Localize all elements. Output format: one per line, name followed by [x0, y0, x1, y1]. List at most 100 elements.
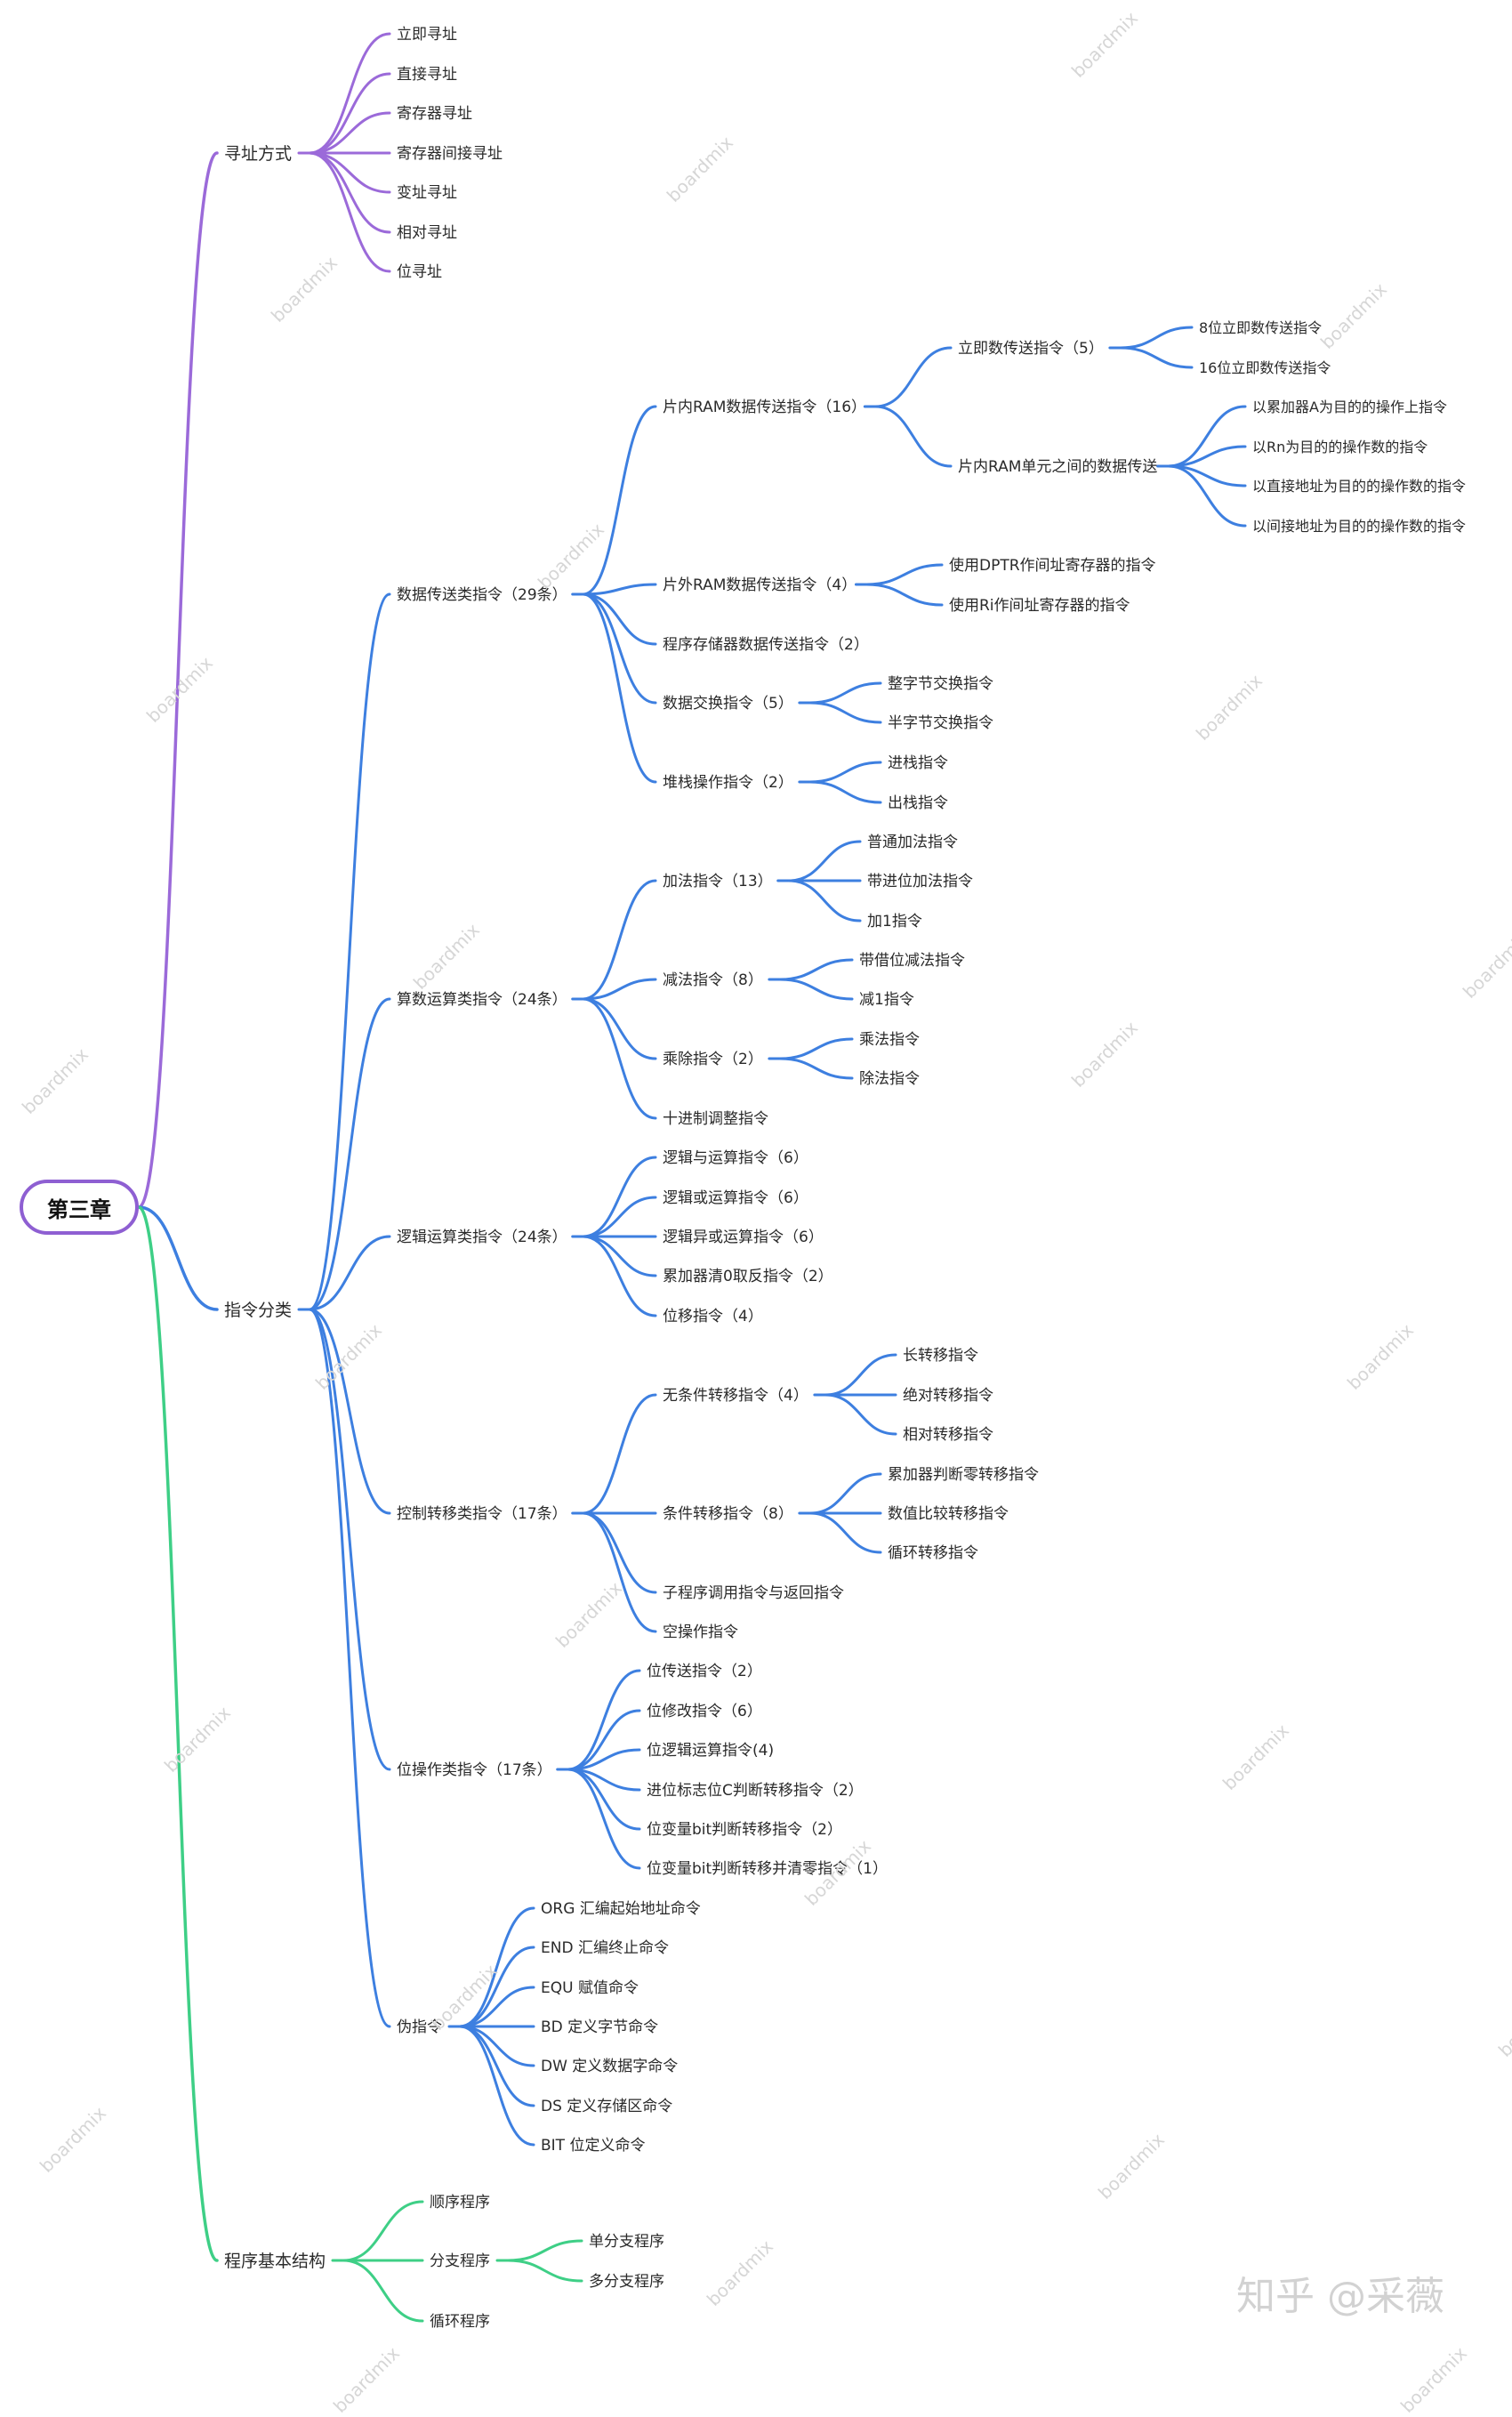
- node-1-0-0-1-2[interactable]: 以直接地址为目的的操作数的指令: [1252, 478, 1466, 495]
- node-1-1-0-2[interactable]: 加1指令: [867, 913, 922, 931]
- node-1-2-4[interactable]: 位移指令（4）: [663, 1308, 763, 1325]
- node-1-3-1-1[interactable]: 数值比较转移指令: [888, 1505, 1009, 1523]
- node-1-1-2-0[interactable]: 乘法指令: [859, 1031, 920, 1049]
- node-2-0[interactable]: 顺序程序: [430, 2194, 490, 2212]
- node-1-3-1-2[interactable]: 循环转移指令: [888, 1544, 978, 1562]
- node-1-5-0[interactable]: ORG 汇编起始地址命令: [541, 1900, 701, 1918]
- node-1-5-4[interactable]: DW 定义数据字命令: [541, 2058, 678, 2075]
- node-1-0-2[interactable]: 程序存储器数据传送指令（2）: [663, 636, 869, 654]
- node-1-1-1-0[interactable]: 带借位减法指令: [859, 952, 965, 970]
- node-1-0-3-0[interactable]: 整字节交换指令: [888, 675, 993, 693]
- node-1-3[interactable]: 控制转移类指令（17条）: [397, 1505, 567, 1523]
- node-1-5-3[interactable]: BD 定义字节命令: [541, 2018, 658, 2036]
- node-1-0-0-0-1[interactable]: 16位立即数传送指令: [1199, 359, 1331, 376]
- node-1-4[interactable]: 位操作类指令（17条）: [397, 1761, 552, 1779]
- node-1-0-1[interactable]: 片外RAM数据传送指令（4）: [663, 576, 857, 594]
- connector-1-3: [308, 1308, 391, 1515]
- node-2-1-0[interactable]: 单分支程序: [589, 2233, 664, 2251]
- node-2-2[interactable]: 循环程序: [430, 2313, 490, 2331]
- node-1-3-0[interactable]: 无条件转移指令（4）: [663, 1387, 808, 1405]
- credit-watermark: 知乎 @采薇: [1236, 2274, 1444, 2319]
- node-1-5-2[interactable]: EQU 赋值命令: [541, 1979, 639, 1997]
- node-1-1-3[interactable]: 十进制调整指令: [663, 1110, 768, 1128]
- node-1-5[interactable]: 伪指令: [397, 2018, 442, 2036]
- connector-1-1-0-2: [787, 879, 862, 922]
- connector-1-4-5: [567, 1768, 641, 1870]
- node-1-0-0-0[interactable]: 立即数传送指令（5）: [958, 340, 1104, 358]
- node-2-1-1[interactable]: 多分支程序: [589, 2273, 664, 2291]
- node-1-0-3-1[interactable]: 半字节交换指令: [888, 714, 993, 732]
- connector-2-0: [342, 2200, 424, 2262]
- node-1-4-2[interactable]: 位逻辑运算指令(4): [647, 1742, 774, 1760]
- node-1-0-0[interactable]: 片内RAM数据传送指令（16）: [663, 399, 866, 416]
- node-1-0-0-1-3[interactable]: 以间接地址为目的的操作数的指令: [1252, 518, 1466, 535]
- node-1-1-2-1[interactable]: 除法指令: [859, 1070, 920, 1088]
- node-1-0-0-0-0[interactable]: 8位立即数传送指令: [1199, 319, 1322, 336]
- node-0-1[interactable]: 直接寻址: [397, 66, 457, 84]
- node-1-5-5[interactable]: DS 定义存储区命令: [541, 2098, 672, 2115]
- node-1-5-1[interactable]: END 汇编终止命令: [541, 1939, 669, 1957]
- node-1-2-3[interactable]: 累加器清0取反指令（2）: [663, 1268, 833, 1285]
- connector-1-3-0-2: [824, 1393, 897, 1436]
- node-1-2[interactable]: 逻辑运算类指令（24条）: [397, 1229, 567, 1246]
- node-1-1-1[interactable]: 减法指令（8）: [663, 971, 763, 989]
- node-1-3-0-1[interactable]: 绝对转移指令: [903, 1387, 993, 1405]
- connector-0-1: [308, 72, 391, 155]
- node-1-4-0[interactable]: 位传送指令（2）: [647, 1663, 762, 1680]
- node-2-1[interactable]: 分支程序: [430, 2252, 490, 2270]
- node-1-4-1[interactable]: 位修改指令（6）: [647, 1703, 762, 1720]
- node-2-branch[interactable]: 程序基本结构: [224, 2252, 326, 2271]
- node-1-3-1-0[interactable]: 累加器判断零转移指令: [888, 1466, 1039, 1484]
- node-1-0-1-1[interactable]: 使用Ri作间址寄存器的指令: [949, 596, 1130, 615]
- node-1-0-0-1[interactable]: 片内RAM单元之间的数据传送: [958, 458, 1157, 476]
- node-0-branch[interactable]: 寻址方式: [224, 144, 292, 164]
- connector-1-3-0-0: [824, 1353, 897, 1397]
- node-1-3-3[interactable]: 空操作指令: [663, 1623, 738, 1641]
- node-1-1[interactable]: 算数运算类指令（24条）: [397, 991, 567, 1009]
- node-1-0-4-0[interactable]: 进栈指令: [888, 754, 948, 772]
- node-1-0-0-1-0[interactable]: 以累加器A为目的的操作上指令: [1252, 399, 1447, 415]
- node-1-3-0-0[interactable]: 长转移指令: [903, 1347, 978, 1365]
- node-1-1-0-0[interactable]: 普通加法指令: [867, 834, 958, 851]
- node-1-1-0-1[interactable]: 带进位加法指令: [867, 873, 973, 890]
- node-1-2-0[interactable]: 逻辑与运算指令（6）: [663, 1149, 808, 1167]
- node-1-3-0-2[interactable]: 相对转移指令: [903, 1426, 993, 1444]
- node-0-0[interactable]: 立即寻址: [397, 26, 457, 44]
- node-1-4-4[interactable]: 位变量bit判断转移指令（2）: [647, 1821, 842, 1839]
- node-1-3-1[interactable]: 条件转移指令（8）: [663, 1505, 793, 1523]
- connector-root-1: [137, 1205, 219, 1311]
- node-1-0-0-1-1[interactable]: 以Rn为目的的操作数的指令: [1252, 439, 1428, 455]
- node-1-2-2[interactable]: 逻辑异或运算指令（6）: [663, 1229, 824, 1246]
- node-0-2[interactable]: 寄存器寻址: [397, 105, 472, 123]
- node-0-6[interactable]: 位寻址: [397, 263, 442, 281]
- node-1-4-5[interactable]: 位变量bit判断转移并清零指令（1）: [647, 1860, 888, 1878]
- connector-1-1-2-0: [778, 1037, 854, 1060]
- node-0-5[interactable]: 相对寻址: [397, 224, 457, 242]
- node-1-3-2[interactable]: 子程序调用指令与返回指令: [663, 1584, 844, 1602]
- node-1-0-4-1[interactable]: 出栈指令: [888, 794, 948, 812]
- node-1-0-4[interactable]: 堆栈操作指令（2）: [663, 774, 793, 792]
- connector-0-4: [308, 151, 391, 194]
- connector-1-0-2: [582, 592, 657, 646]
- root-node[interactable]: 第三章: [20, 1180, 139, 1235]
- node-1-1-2[interactable]: 乘除指令（2）: [663, 1051, 763, 1068]
- node-0-4[interactable]: 变址寻址: [397, 184, 457, 202]
- connector-1-0-0-1: [873, 405, 953, 468]
- node-1-0-1-0[interactable]: 使用DPTR作间址寄存器的指令: [949, 556, 1156, 575]
- node-1-4-3[interactable]: 进位标志位C判断转移指令（2）: [647, 1782, 864, 1800]
- node-1-2-1[interactable]: 逻辑或运算指令（6）: [663, 1189, 808, 1207]
- node-1-0[interactable]: 数据传送类指令（29条）: [397, 586, 567, 604]
- node-1-1-1-1[interactable]: 减1指令: [859, 991, 914, 1009]
- connector-1-0-4: [582, 592, 657, 784]
- node-1-branch[interactable]: 指令分类: [224, 1301, 292, 1320]
- connector-1-1-1: [582, 978, 657, 1001]
- mindmap-canvas: 寻址方式立即寻址直接寻址寄存器寻址寄存器间接寻址变址寻址相对寻址位寻址指令分类数…: [137, 26, 1466, 2331]
- connector-1-5-6: [458, 2025, 535, 2147]
- connector-1-0-4-0: [808, 761, 882, 784]
- connector-1-0-0-1-0: [1167, 405, 1247, 468]
- node-0-3[interactable]: 寄存器间接寻址: [397, 145, 503, 163]
- node-1-0-3[interactable]: 数据交换指令（5）: [663, 695, 793, 713]
- node-1-5-6[interactable]: BIT 位定义命令: [541, 2137, 645, 2155]
- root-label: 第三章: [47, 1196, 111, 1222]
- node-1-1-0[interactable]: 加法指令（13）: [663, 873, 773, 890]
